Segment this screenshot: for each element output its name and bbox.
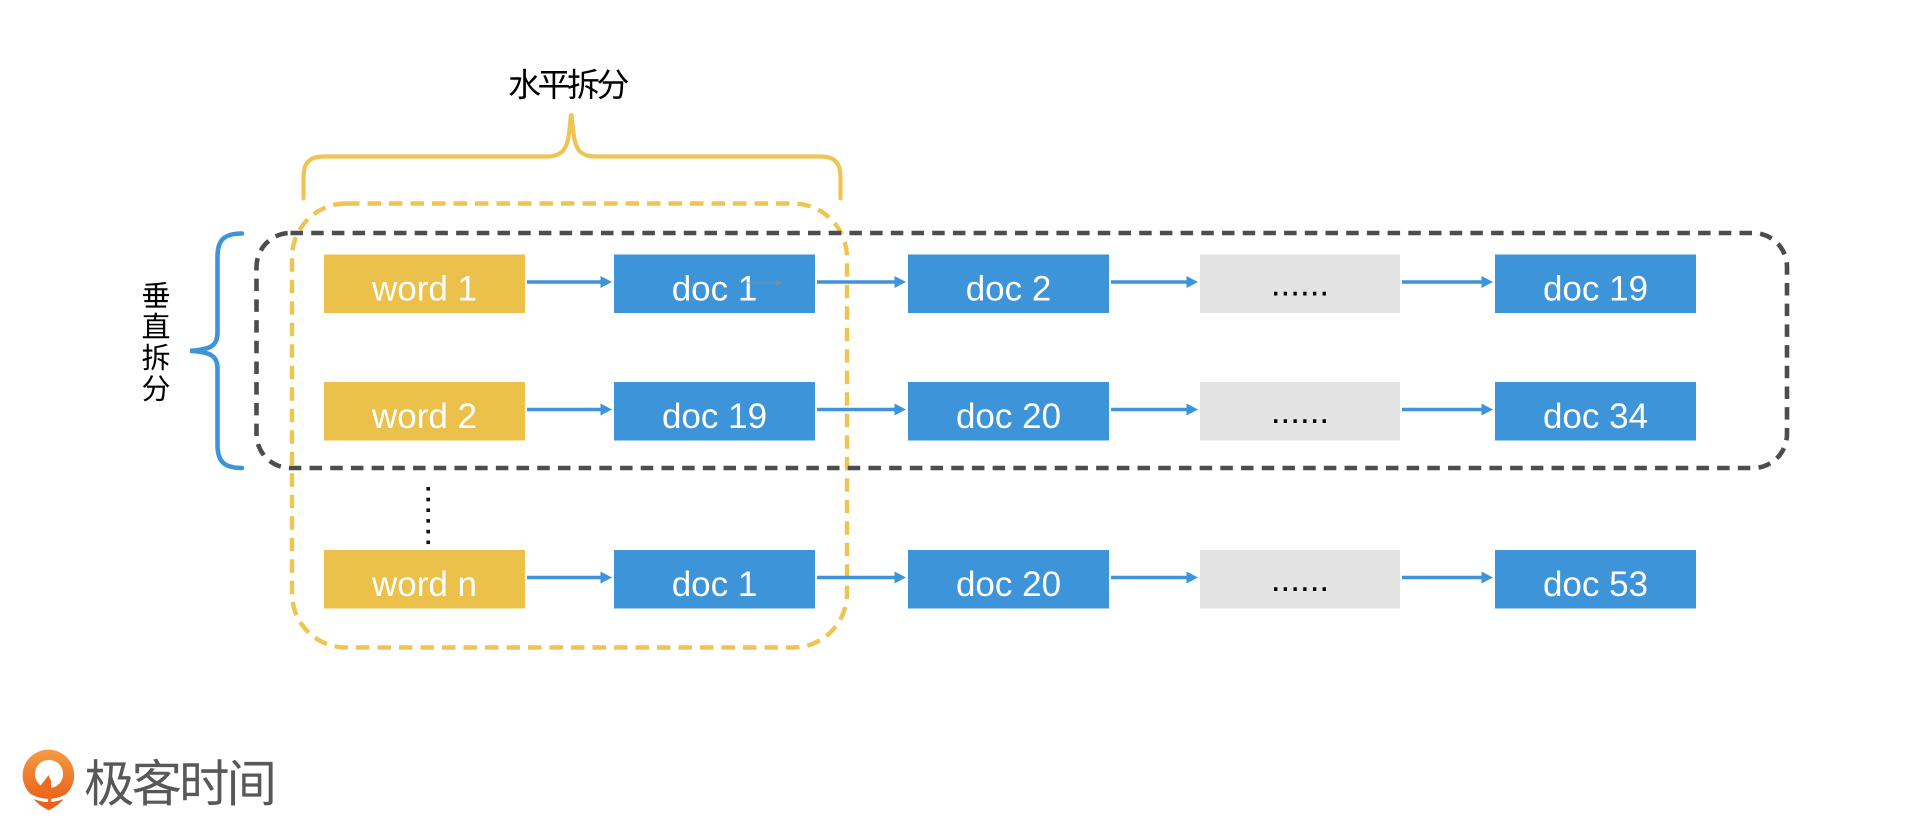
svg-text:word 2: word 2	[371, 397, 477, 436]
svg-text:......: ......	[1271, 560, 1329, 599]
svg-text:doc 19: doc 19	[1543, 270, 1648, 309]
svg-text:word n: word n	[371, 565, 477, 604]
svg-text:doc 20: doc 20	[956, 397, 1061, 436]
svg-text:......: ......	[1271, 392, 1329, 431]
svg-text:......: ......	[1271, 265, 1329, 304]
svg-text:doc 19: doc 19	[662, 397, 767, 436]
svg-text:doc 1: doc 1	[672, 565, 758, 604]
svg-text:doc 34: doc 34	[1543, 397, 1648, 436]
svg-text:word 1: word 1	[371, 270, 477, 309]
svg-text:doc 20: doc 20	[956, 565, 1061, 604]
svg-text:doc 53: doc 53	[1543, 565, 1648, 604]
svg-text:doc 1: doc 1	[672, 270, 758, 309]
svg-text:doc 2: doc 2	[966, 270, 1052, 309]
